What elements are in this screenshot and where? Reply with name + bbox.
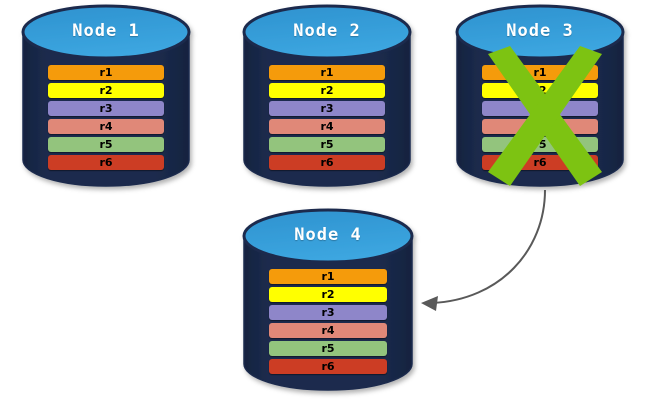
data-row-label: r4 bbox=[533, 120, 547, 133]
data-row-r2[interactable]: r2 bbox=[48, 83, 164, 98]
data-row-r3[interactable]: r3 bbox=[482, 101, 598, 116]
data-row-label: r5 bbox=[321, 342, 335, 355]
data-row-label: r3 bbox=[533, 102, 547, 115]
data-row-label: r1 bbox=[99, 66, 113, 79]
data-row-label: r2 bbox=[321, 288, 335, 301]
data-row-label: r6 bbox=[320, 156, 334, 169]
data-row-label: r2 bbox=[99, 84, 113, 97]
data-row-label: r6 bbox=[99, 156, 113, 169]
data-row-r3[interactable]: r3 bbox=[269, 101, 385, 116]
data-row-r6[interactable]: r6 bbox=[482, 155, 598, 170]
data-row-label: r3 bbox=[321, 306, 335, 319]
data-row-r1[interactable]: r1 bbox=[269, 269, 387, 284]
data-row-r6[interactable]: r6 bbox=[48, 155, 164, 170]
data-row-r3[interactable]: r3 bbox=[269, 305, 387, 320]
data-row-label: r3 bbox=[320, 102, 334, 115]
data-row-r4[interactable]: r4 bbox=[269, 323, 387, 338]
data-row-r4[interactable]: r4 bbox=[482, 119, 598, 134]
data-row-r3[interactable]: r3 bbox=[48, 101, 164, 116]
data-row-label: r2 bbox=[533, 84, 547, 97]
data-row-label: r5 bbox=[99, 138, 113, 151]
data-row-label: r5 bbox=[533, 138, 547, 151]
data-row-label: r1 bbox=[533, 66, 547, 79]
data-row-label: r1 bbox=[321, 270, 335, 283]
data-row-r5[interactable]: r5 bbox=[48, 137, 164, 152]
data-row-r1[interactable]: r1 bbox=[482, 65, 598, 80]
node-row-list: r1 r2 r3 r4 r5 r6 bbox=[482, 65, 598, 170]
data-row-label: r5 bbox=[320, 138, 334, 151]
data-row-r5[interactable]: r5 bbox=[269, 137, 385, 152]
data-row-r5[interactable]: r5 bbox=[482, 137, 598, 152]
data-row-r2[interactable]: r2 bbox=[269, 83, 385, 98]
data-row-r2[interactable]: r2 bbox=[269, 287, 387, 302]
data-row-r5[interactable]: r5 bbox=[269, 341, 387, 356]
data-row-r4[interactable]: r4 bbox=[269, 119, 385, 134]
data-row-label: r4 bbox=[321, 324, 335, 337]
data-row-label: r2 bbox=[320, 84, 334, 97]
data-row-label: r4 bbox=[99, 120, 113, 133]
data-row-label: r3 bbox=[99, 102, 113, 115]
data-row-r1[interactable]: r1 bbox=[269, 65, 385, 80]
node-row-list: r1 r2 r3 r4 r5 r6 bbox=[48, 65, 164, 170]
node-row-list: r1 r2 r3 r4 r5 r6 bbox=[269, 65, 385, 170]
data-row-r4[interactable]: r4 bbox=[48, 119, 164, 134]
data-row-label: r1 bbox=[320, 66, 334, 79]
data-row-label: r6 bbox=[533, 156, 547, 169]
data-row-label: r4 bbox=[320, 120, 334, 133]
data-row-r2[interactable]: r2 bbox=[482, 83, 598, 98]
data-row-r6[interactable]: r6 bbox=[269, 155, 385, 170]
data-row-r1[interactable]: r1 bbox=[48, 65, 164, 80]
data-row-label: r6 bbox=[321, 360, 335, 373]
data-row-r6[interactable]: r6 bbox=[269, 359, 387, 374]
node-row-list: r1 r2 r3 r4 r5 r6 bbox=[269, 269, 387, 374]
